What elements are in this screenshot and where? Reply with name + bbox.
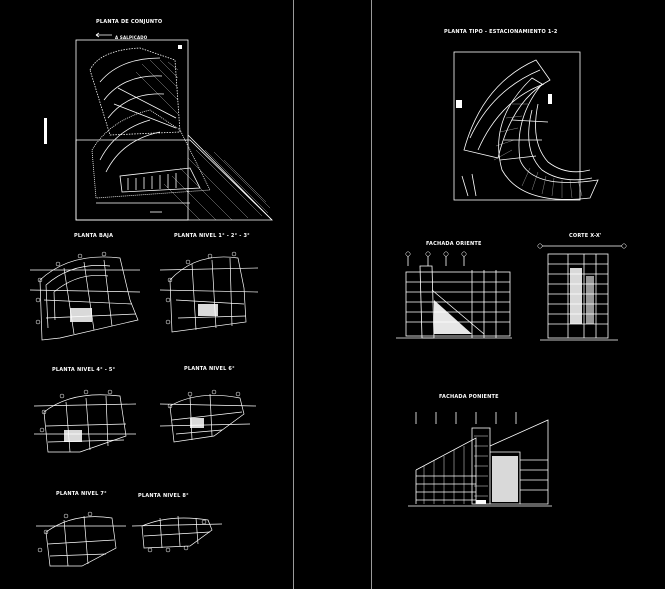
plan-title-level-6: PLANTA NIVEL 6° xyxy=(184,366,235,372)
plan-title-level-1-3: PLANTA NIVEL 1° - 2° - 3° xyxy=(174,233,250,239)
site-plan-title: PLANTA DE CONJUNTO xyxy=(96,19,163,25)
section-title: CORTE X-X' xyxy=(569,233,602,239)
west-facade-title: FACHADA ORIENTE xyxy=(426,241,482,247)
plan-title-ground: PLANTA BAJA xyxy=(74,233,114,239)
plan-title-level-4-5: PLANTA NIVEL 4° - 5° xyxy=(52,367,116,373)
typical-plan-drawing xyxy=(453,51,599,201)
right-sheet: PLANTA TIPO - ESTACIONAMIENTO 1-2 FACHAD… xyxy=(372,0,665,589)
sheet-divider-left xyxy=(293,0,294,589)
sheet-divider-right xyxy=(371,0,372,589)
typical-plan-title: PLANTA TIPO - ESTACIONAMIENTO 1-2 xyxy=(444,29,558,35)
main-facade-drawing xyxy=(408,412,552,507)
site-plan-note: A SALPICADO xyxy=(115,35,148,40)
floor-plans-drawing xyxy=(29,251,259,567)
plan-title-level-7: PLANTA NIVEL 7° xyxy=(56,491,107,497)
main-facade-title: FACHADA PONIENTE xyxy=(439,394,499,400)
facade-and-section-drawing xyxy=(396,243,627,341)
plan-title-level-8: PLANTA NIVEL 8° xyxy=(138,493,189,499)
site-plan-drawing xyxy=(44,32,273,221)
left-sheet: PLANTA DE CONJUNTO A SALPICADO P xyxy=(0,0,293,589)
